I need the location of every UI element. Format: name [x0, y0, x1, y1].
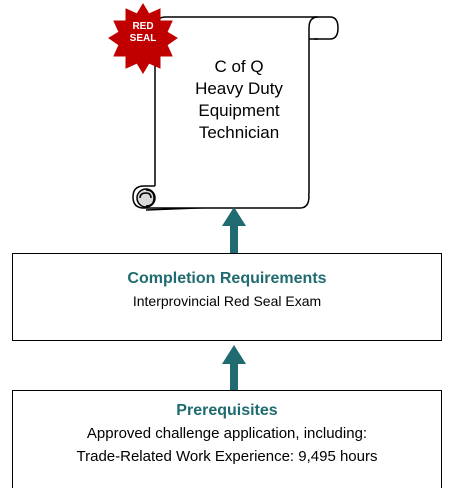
certificate-title: C of Q Heavy Duty Equipment Technician [168, 56, 310, 144]
seal-line: SEAL [129, 33, 157, 44]
scroll-bottom-curl [132, 185, 310, 209]
seal-line: RED [132, 21, 154, 32]
completion-requirements-text: Interprovincial Red Seal Exam [132, 293, 322, 309]
prerequisites-line: Trade-Related Work Experience: 9,495 hou… [76, 448, 378, 465]
completion-requirements-box: Completion Requirements Interprovincial … [12, 253, 442, 341]
prerequisites-box: Prerequisites Approved challenge applica… [12, 390, 442, 488]
arrow-up-icon [222, 345, 246, 390]
certificate-line: Technician [198, 123, 280, 142]
arrow-up-icon [222, 207, 246, 253]
certificate-line: Equipment [198, 101, 280, 120]
prerequisites-title: Prerequisites [176, 402, 278, 419]
certificate-line: C of Q [214, 57, 264, 76]
certificate-line: Heavy Duty [195, 79, 283, 98]
prerequisites-line: Approved challenge application, includin… [86, 425, 368, 442]
completion-requirements-title: Completion Requirements [127, 270, 327, 287]
red-seal-label: RED SEAL [118, 21, 168, 45]
red-seal-icon [108, 3, 178, 74]
